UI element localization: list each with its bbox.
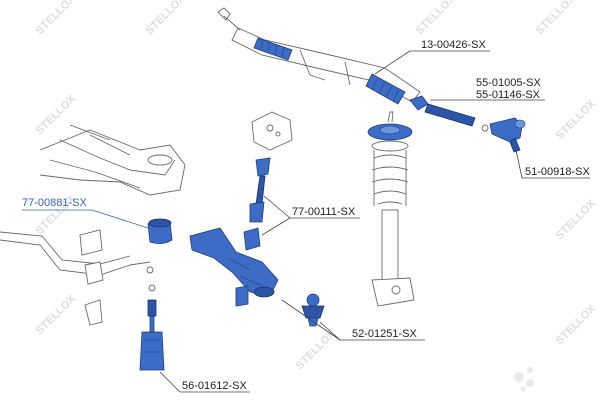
watermark: STELLOX: [554, 97, 599, 142]
control-arm-drawing: [189, 227, 279, 307]
callout-steering-rack: 13-00426-SX: [421, 39, 486, 51]
watermark: STELLOX: [34, 92, 79, 137]
callout-ball-joint: 52-01251-SX: [352, 328, 417, 340]
callout-stabilizer-link: 56-01612-SX: [182, 380, 247, 392]
inner-tie-rod-drawing: [409, 95, 489, 132]
watermark: STELLOX: [554, 302, 599, 347]
avito-logo-text: Avito: [538, 370, 575, 387]
mount-bracket-drawing: [251, 111, 293, 151]
callout-tie-rod-end: 51-00918-SX: [525, 166, 590, 178]
bushing-drawing: [147, 218, 173, 244]
watermark: STELLOX: [34, 0, 79, 37]
subframe-drawing: [0, 124, 186, 276]
stabilizer-link-drawing: [139, 299, 165, 371]
watermark: STELLOX: [554, 197, 599, 242]
callout-tie-rod-b: 55-01146-SX: [476, 89, 541, 101]
avito-logo: Avito: [514, 367, 575, 392]
watermark: STELLOX: [414, 0, 459, 37]
stabilizer-clamps-drawing: [79, 229, 156, 326]
rack-gaiter-right: [365, 73, 406, 105]
watermark: STELLOX: [144, 0, 189, 37]
watermark: STELLOX: [534, 0, 579, 37]
callout-bushing: 77-00881-SX: [22, 197, 87, 209]
rack-gaiter-left: [253, 37, 293, 61]
tie-rod-end-drawing: [489, 117, 526, 153]
watermark: STELLOX: [34, 292, 79, 337]
leader-lines: [22, 50, 590, 393]
callout-link-rod: 77-00111-SX: [292, 206, 356, 218]
callout-tie-rod-a: 55-01005-SX: [476, 77, 541, 89]
link-rod-drawing: [243, 157, 271, 251]
callout-labels: 13-00426-SX 55-01005-SX 55-01146-SX 51-0…: [22, 39, 590, 392]
steering-rack-drawing: [217, 7, 421, 105]
strut-drawing: [367, 111, 415, 307]
